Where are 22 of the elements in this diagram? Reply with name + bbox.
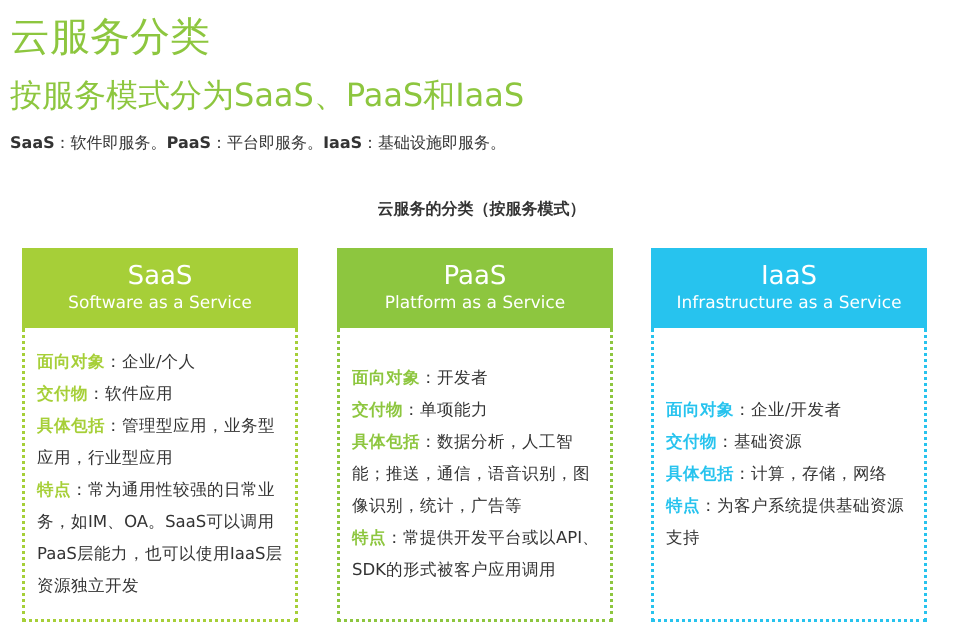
content-box: [22, 328, 298, 622]
header-box: IaaS Infrastructure as a Service: [651, 248, 927, 328]
feature-text: 交付物：基础资源: [666, 430, 803, 452]
feature-text: 面向对象：企业/开发者: [666, 398, 843, 420]
title: 云服务分类: [10, 13, 210, 62]
feature-text: 面向对象：开发者: [352, 366, 489, 388]
feature-text: 交付物：单项能力: [352, 398, 489, 420]
feature-text: 特点：为客户系统提供基础资源支持: [666, 494, 905, 548]
diagram-heading: 云服务的分类（按服务模式）: [376, 198, 586, 220]
feature-text: 具体包括：数据分析，人工智能；推送，通信，语音识别，图像识别，统计，广告等: [352, 430, 591, 516]
content-box: [651, 328, 927, 622]
feature-text: 特点：常为通用性较强的日常业务，如IM、OA。SaaS可以调用PaaS层能力，也可以使用IaaS层资源独立开发: [37, 478, 284, 596]
subtitle: 按服务模式分为SaaS、PaaS和IaaS: [10, 75, 524, 116]
feature-text: 特点：常提供开发平台或以API、SDK的形式被客户应用调用: [352, 526, 600, 580]
feature-text: 交付物：软件应用: [37, 382, 174, 404]
feature-text: 具体包括：管理型应用，业务型应用，行业型应用: [37, 414, 276, 468]
feature-text: 面向对象：企业/个人: [37, 350, 197, 372]
header-box: SaaS Software as a Service: [22, 248, 298, 328]
intro-text: SaaS：软件即服务。PaaS：平台即服务。IaaS：基础设施即服务。: [10, 132, 506, 154]
feature-text: 具体包括：计算，存储，网络: [666, 462, 888, 484]
header-box: PaaS Platform as a Service: [337, 248, 613, 328]
content-box: [337, 328, 613, 622]
